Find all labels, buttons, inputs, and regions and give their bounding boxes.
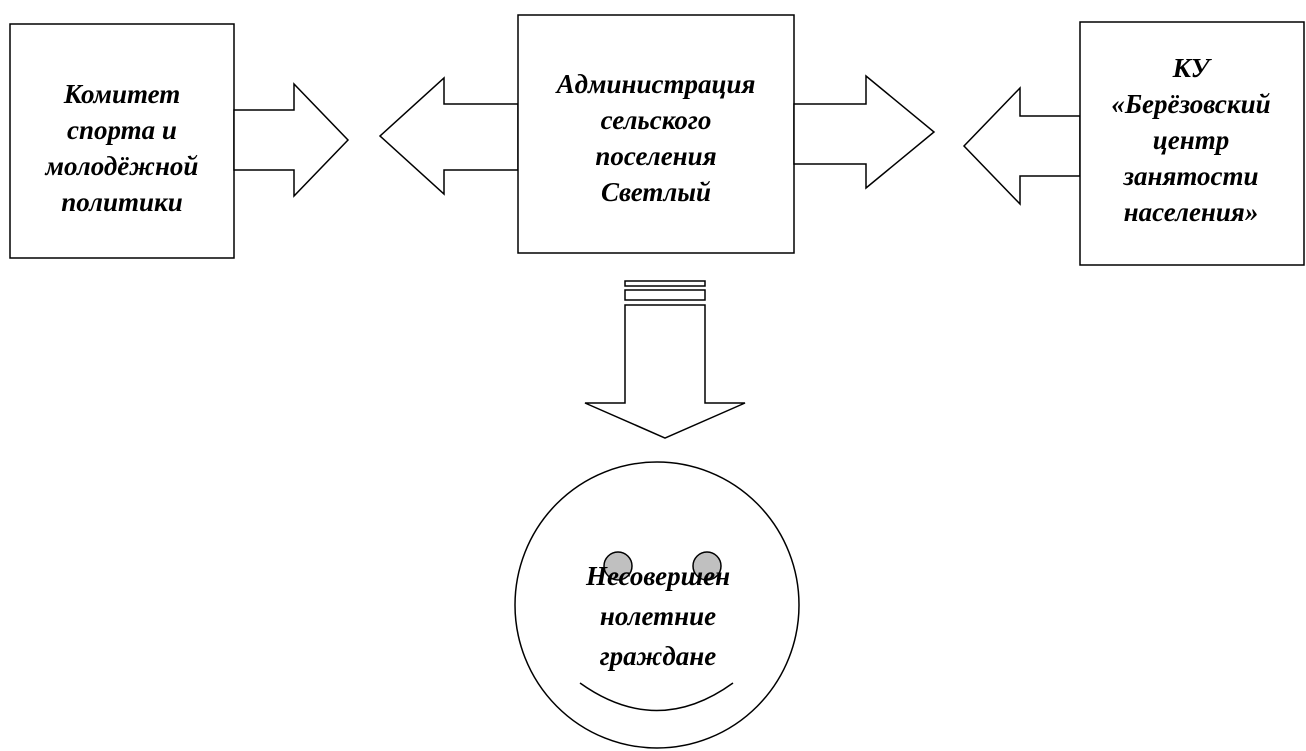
minors-label: Несовершен нолетние граждане <box>585 561 731 671</box>
left-eye <box>603 551 633 581</box>
administration-label: Администрация сельского поселения Светлы… <box>556 69 756 207</box>
arrow-admin-to-committee <box>378 76 519 196</box>
minors-face-circle <box>514 461 800 749</box>
smile-mouth <box>579 682 734 712</box>
down-arrow-stripe-2 <box>624 289 706 301</box>
down-arrow-stripe-1 <box>624 280 706 287</box>
right-eye <box>692 551 722 581</box>
arrow-employment-to-admin <box>962 86 1081 206</box>
arrow-admin-to-employment <box>793 74 936 190</box>
committee-box <box>9 23 235 259</box>
employment-center-label: КУ «Берёзовский центр занятости населени… <box>1111 53 1271 227</box>
arrow-committee-to-admin <box>233 82 350 198</box>
down-arrow-body <box>584 304 746 439</box>
committee-label: Комитет спорта и молодёжной политики <box>45 79 199 217</box>
employment-center-box <box>1079 21 1305 266</box>
administration-box <box>517 14 795 254</box>
